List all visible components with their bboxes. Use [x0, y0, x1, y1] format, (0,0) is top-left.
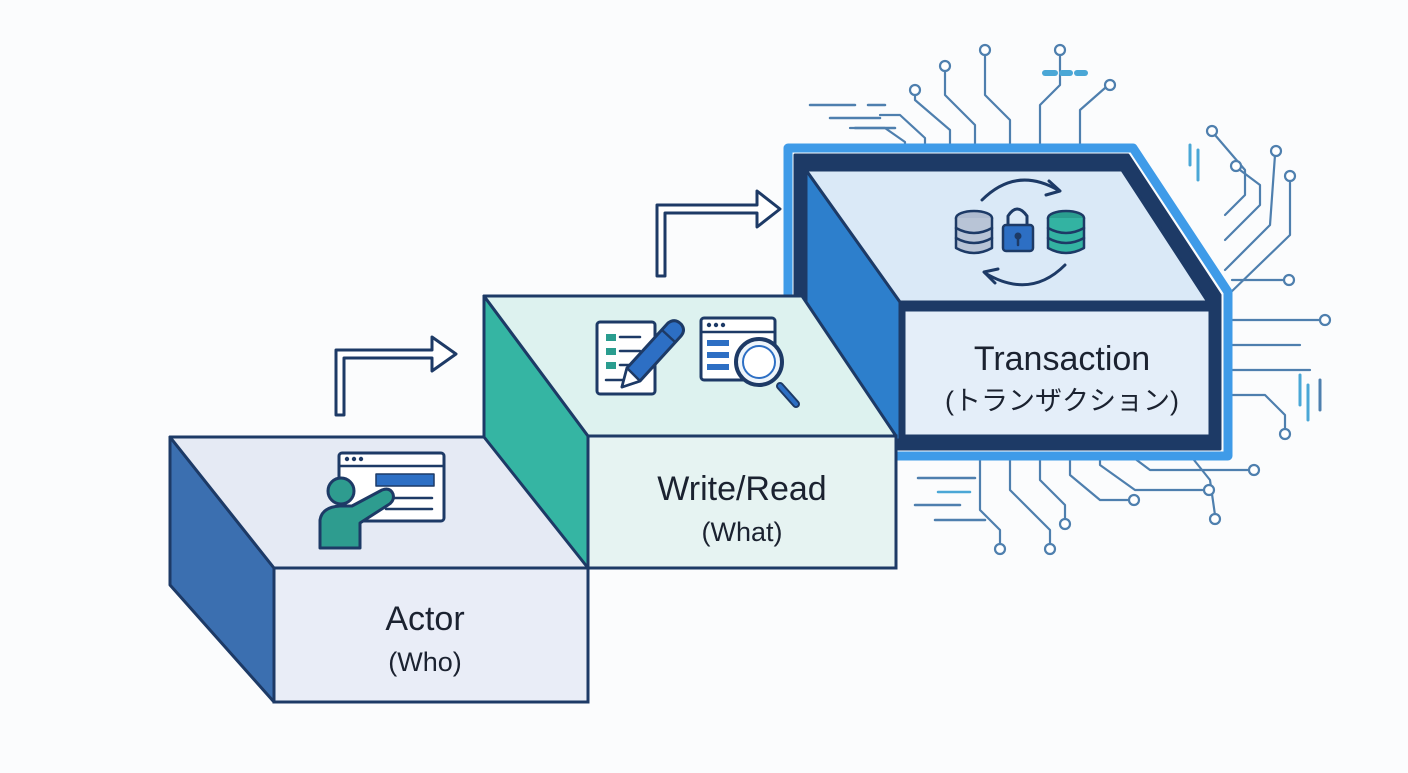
- presenter-screen-icon: [318, 451, 446, 550]
- transaction-subtitle: (トランザクション): [945, 386, 1179, 416]
- document-pencil-icon: [595, 319, 685, 396]
- search-window-icon: [699, 316, 800, 408]
- arrow-write-to-transaction: [655, 189, 782, 278]
- arrow-actor-to-write: [334, 335, 458, 417]
- actor-title: Actor: [385, 600, 464, 638]
- circuit-dashes: [808, 70, 1322, 522]
- transaction-title: Transaction: [974, 340, 1150, 378]
- block-write-read: [482, 294, 898, 570]
- circuit-nodes: [908, 43, 1332, 556]
- actor-subtitle: (Who): [388, 647, 462, 677]
- write-read-subtitle: (What): [702, 517, 783, 547]
- database-lock-sync-icon: [954, 178, 1086, 287]
- write-read-title: Write/Read: [657, 470, 826, 508]
